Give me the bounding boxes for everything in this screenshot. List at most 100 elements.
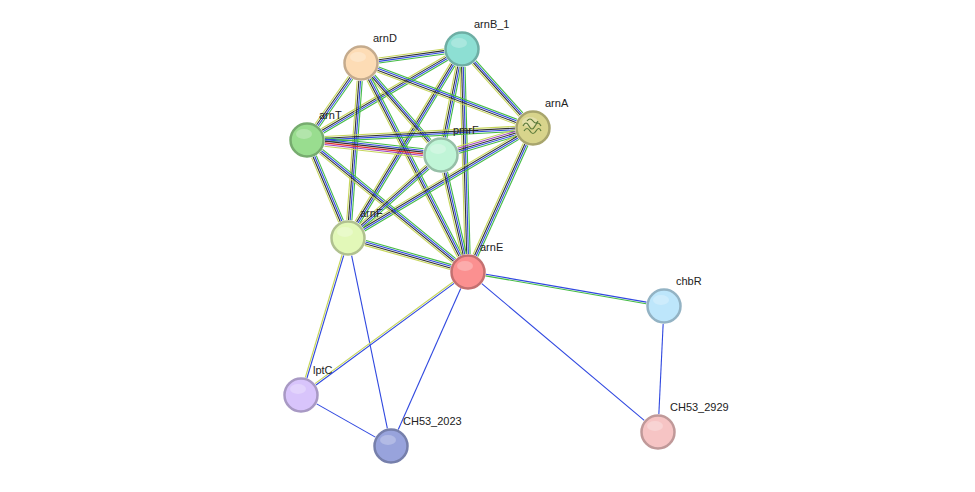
edge-strand	[377, 72, 515, 124]
interaction-edge	[360, 165, 430, 228]
protein-node: pmrF	[423, 137, 459, 173]
node-circle	[289, 122, 325, 158]
edge-strand	[307, 255, 344, 378]
interaction-edge	[352, 256, 388, 429]
edge-strand	[476, 61, 523, 113]
edge-strand	[363, 169, 429, 228]
edge-strand	[443, 173, 462, 255]
edge-strand	[659, 324, 663, 414]
edge-strand	[378, 69, 516, 121]
edge-strand	[475, 144, 525, 255]
edge-strand	[444, 173, 463, 255]
edge-strand	[398, 288, 460, 429]
interaction-edge	[482, 284, 644, 421]
interaction-edge	[486, 274, 647, 304]
edge-strand	[366, 240, 451, 264]
node-highlight	[457, 261, 473, 271]
edge-strand	[459, 136, 516, 153]
edge-strand	[482, 284, 644, 421]
edge-strand	[378, 70, 516, 122]
edge-strand	[305, 255, 342, 378]
interaction-edge	[317, 404, 376, 437]
interaction-edge	[378, 49, 444, 63]
node-fill	[375, 430, 408, 463]
node-highlight	[653, 295, 669, 305]
edge-strand	[360, 165, 426, 224]
edge-strand	[312, 158, 339, 223]
interaction-edge	[659, 324, 663, 414]
protein-node: arnB_1	[444, 31, 480, 67]
edge-strand	[352, 256, 388, 429]
node-circle	[515, 110, 551, 146]
interaction-edge	[473, 143, 528, 256]
edge-strand	[370, 79, 461, 256]
edge-strand	[316, 283, 454, 385]
node-fill	[517, 112, 550, 145]
node-highlight	[647, 421, 663, 431]
edge-strand	[315, 282, 453, 384]
node-fill	[642, 416, 675, 449]
node-circle	[646, 288, 682, 324]
protein-node: arnA	[515, 110, 551, 146]
edge-strand	[347, 81, 357, 220]
edge-strand	[486, 274, 647, 302]
edge-strand	[367, 80, 458, 257]
node-fill	[332, 222, 365, 255]
protein-node: arnT	[289, 122, 325, 158]
edge-strand	[325, 126, 515, 136]
node-circle	[343, 45, 379, 81]
edge-strand	[318, 78, 351, 126]
node-circle	[444, 31, 480, 67]
node-highlight	[350, 52, 366, 62]
node-label: chbR	[676, 275, 702, 288]
edge-strand	[319, 79, 352, 127]
node-label: CH53_2023	[403, 415, 462, 428]
edge-strand	[325, 128, 515, 138]
edge-strand	[366, 242, 451, 266]
node-fill	[285, 379, 318, 412]
interaction-edge	[367, 78, 462, 257]
interaction-edge	[315, 76, 353, 126]
node-fill	[452, 256, 485, 289]
node-circle	[423, 137, 459, 173]
interaction-edge	[305, 255, 343, 378]
edge-strand	[365, 245, 450, 269]
edge-strand	[459, 135, 516, 152]
protein-node: chbR	[646, 288, 682, 324]
interaction-edge	[312, 156, 344, 223]
interaction-edge	[460, 67, 470, 254]
node-label: arnD	[373, 32, 397, 45]
edge-strand	[362, 135, 516, 227]
interaction-edge	[365, 240, 452, 269]
edge-strand	[486, 276, 647, 304]
node-label: pmrF	[453, 124, 479, 137]
edge-strand	[361, 166, 427, 225]
edge-strand	[368, 79, 459, 256]
edge-strand	[379, 51, 444, 60]
node-fill	[425, 139, 458, 172]
interaction-edge	[443, 172, 467, 255]
protein-node: lptC	[283, 377, 319, 413]
node-circle	[330, 220, 366, 256]
node-label: arnE	[480, 241, 503, 254]
edge-strand	[317, 404, 376, 437]
edge-strand	[448, 172, 467, 254]
edge-strand	[325, 145, 423, 156]
node-highlight	[451, 38, 467, 48]
protein-node: arnE	[450, 254, 486, 290]
interaction-edge	[324, 138, 423, 157]
protein-node: arnF	[330, 220, 366, 256]
node-label: arnF	[360, 207, 383, 220]
node-fill	[345, 47, 378, 80]
edge-strand	[473, 143, 523, 254]
node-highlight	[290, 384, 306, 394]
edge-strand	[324, 146, 422, 157]
edge-strand	[317, 77, 350, 125]
node-label: arnB_1	[474, 18, 509, 31]
node-fill	[648, 290, 681, 323]
edge-strand	[446, 172, 465, 254]
node-highlight	[337, 227, 353, 237]
interaction-edge	[377, 67, 517, 124]
node-fill	[291, 124, 324, 157]
interaction-edge	[398, 288, 460, 429]
